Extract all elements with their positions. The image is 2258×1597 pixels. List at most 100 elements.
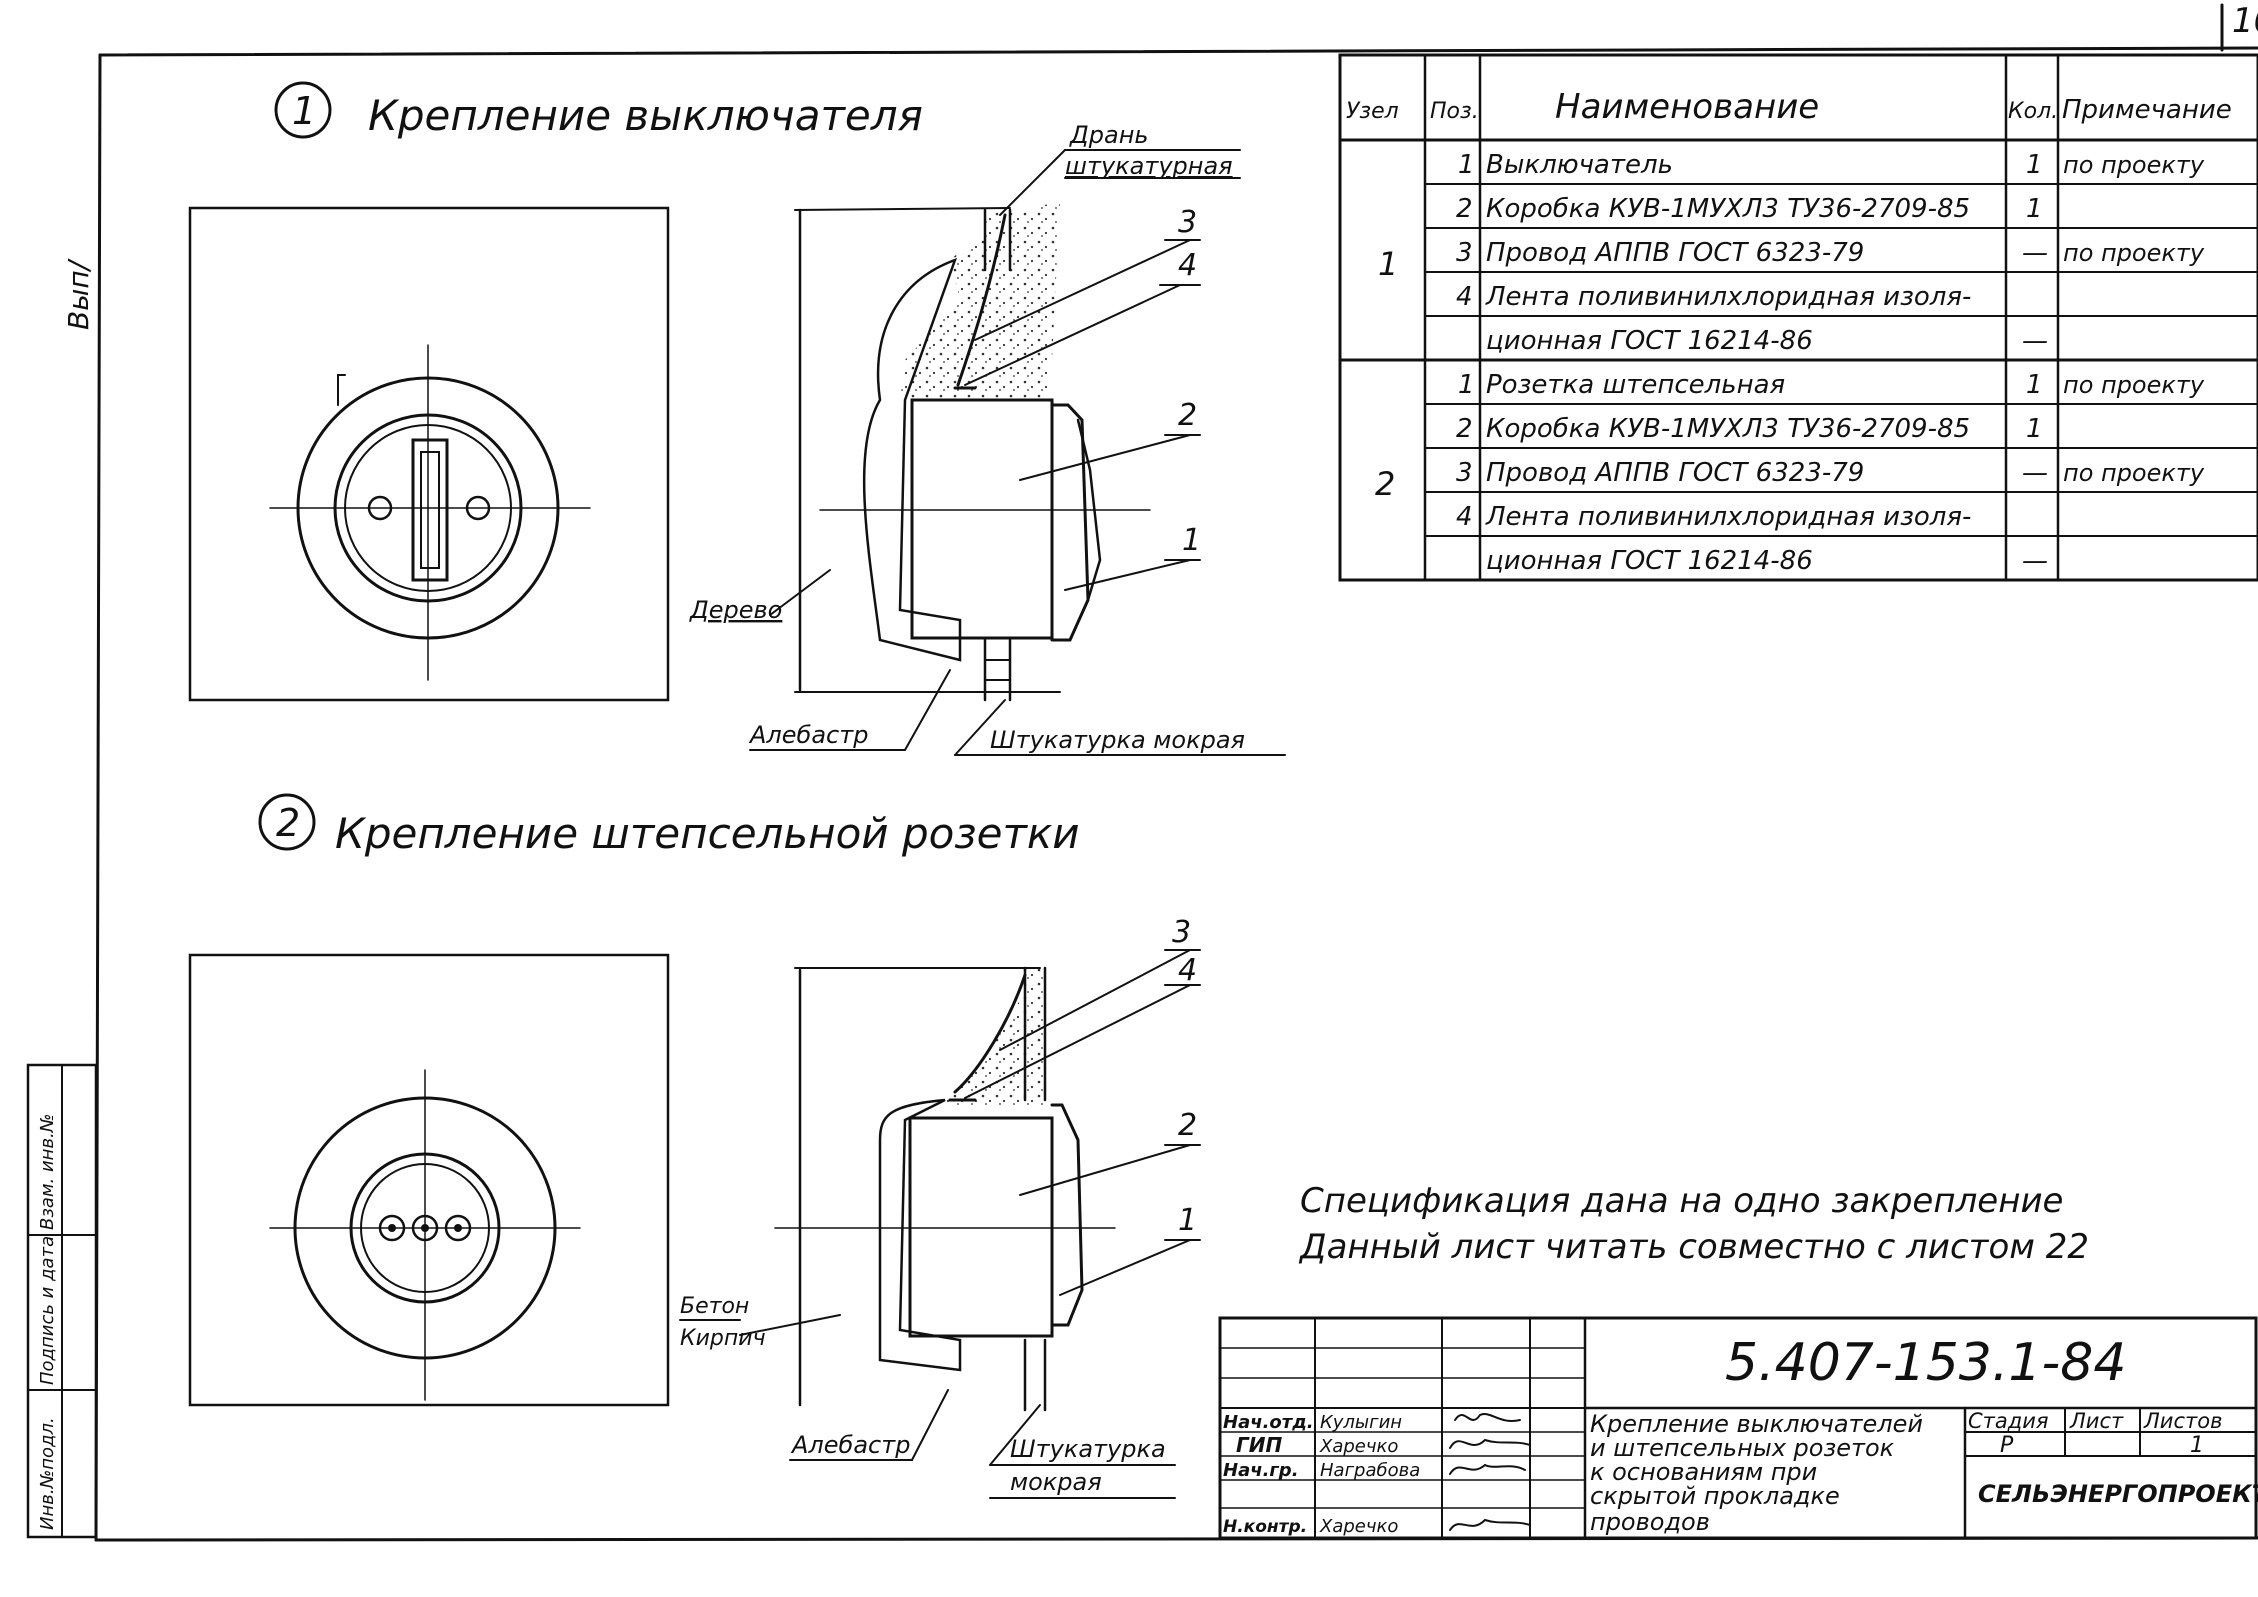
name-harechko: Харечко: [1319, 1436, 1398, 1457]
svg-text:1: 1: [2026, 194, 2043, 224]
svg-text:Провод АППВ ГОСТ 6323-79: Провод АППВ ГОСТ 6323-79: [1486, 238, 1864, 268]
svg-text:Провод АППВ ГОСТ 6323-79: Провод АППВ ГОСТ 6323-79: [1486, 458, 1864, 488]
svg-text:ционная ГОСТ 16214-86: ционная ГОСТ 16214-86: [1486, 326, 1813, 356]
svg-text:ционная ГОСТ 16214-86: ционная ГОСТ 16214-86: [1486, 546, 1813, 576]
position-2-label-2: 2: [1178, 1108, 1197, 1143]
sheet-title-3: к основаниям при: [1590, 1458, 1817, 1486]
table-row: ционная ГОСТ 16214-86 —: [1486, 326, 2048, 356]
node-2: 2: [1375, 465, 1395, 503]
title-block: 5.407-153.1-84 Нач.отд. Кулыгин ГИП Харе…: [1218, 1316, 2258, 1540]
detail-1-number: 1: [292, 89, 316, 133]
organization: СЕЛЬЭНЕРГОПРОЕКТ: [1978, 1480, 2258, 1508]
socket-front-plate: [188, 953, 670, 1407]
name-kulygin: Кулыгин: [1320, 1412, 1402, 1433]
header-uzel: Узел: [1346, 99, 1399, 124]
svg-text:Лента поливинилхлоридная изоля: Лента поливинилхлоридная изоля-: [1485, 502, 1971, 532]
table-row: 4 Лента поливинилхлоридная изоля-: [1456, 502, 1971, 532]
svg-text:1: 1: [1458, 370, 1475, 400]
svg-text:—: —: [2022, 458, 2048, 488]
detail-2: 2 Крепление штепсельной розетки: [188, 793, 1201, 1499]
svg-text:Выключатель: Выключатель: [1486, 150, 1673, 180]
svg-text:1: 1: [2026, 370, 2043, 400]
alabaster-fill: [862, 257, 962, 662]
table-row: 2 Коробка КУВ-1МУХЛ3 ТУ36-2709-85 1: [1456, 414, 2043, 444]
label-kirpich: Кирпич: [680, 1326, 766, 1351]
page-number: 10: [2232, 1, 2258, 41]
table-row: 3 Провод АППВ ГОСТ 6323-79 — по проекту: [1456, 238, 2205, 268]
role-gip: ГИП: [1236, 1433, 1282, 1457]
svg-text:1: 1: [1458, 150, 1475, 180]
svg-text:—: —: [2022, 546, 2048, 576]
position-2-label: 2: [1178, 398, 1197, 433]
header-naimenovanie: Наименование: [1555, 87, 1819, 127]
position-3-label: 3: [1178, 205, 1197, 240]
svg-text:по проекту: по проекту: [2063, 371, 2205, 399]
socket-box: [908, 1116, 1054, 1338]
switch-wire: [956, 213, 1007, 387]
header-kol: Кол.: [2008, 99, 2058, 124]
svg-text:3: 3: [1456, 458, 1473, 488]
svg-text:по проекту: по проекту: [2063, 239, 2205, 267]
svg-text:Лента поливинилхлоридная изоля: Лента поливинилхлоридная изоля-: [1485, 282, 1971, 312]
stage-value: Р: [2000, 1433, 2014, 1458]
svg-text:по проекту: по проекту: [2063, 151, 2205, 179]
signature-4: [1449, 1518, 1531, 1531]
signature-3: [1449, 1463, 1526, 1475]
stamp-signature-date: Подпись и дата: [37, 1236, 58, 1385]
svg-text:1: 1: [2026, 414, 2043, 444]
socket-wire: [953, 973, 1027, 1094]
svg-text:2: 2: [1456, 194, 1473, 224]
detail-2-number: 2: [276, 801, 300, 845]
sheet-title-1: Крепление выключателей: [1590, 1410, 1923, 1438]
detail-2-marker: [258, 793, 316, 851]
switch-box: [910, 398, 1054, 640]
label-alebastr-1: Алебастр: [748, 721, 868, 749]
svg-text:по проекту: по проекту: [2063, 459, 2205, 487]
label-shtukaturnaya: штукатурная: [1065, 152, 1233, 180]
svg-text:3: 3: [1456, 238, 1473, 268]
label-shtukaturka-1: Штукатурка мокрая: [990, 726, 1245, 754]
socket-alabaster-fill: [878, 1098, 962, 1372]
role-nach-gr: Нач.гр.: [1223, 1460, 1299, 1481]
svg-text:—: —: [2022, 238, 2048, 268]
side-stamp: Инв.№подл. Подпись и дата Взам. инв.№: [26, 1063, 98, 1539]
label-beton: Бетон: [680, 1294, 749, 1319]
document-code: 5.407-153.1-84: [1725, 1333, 2126, 1393]
position-3-label-2: 3: [1172, 915, 1191, 950]
role-n-kontr: Н.контр.: [1223, 1517, 1307, 1537]
switch-front-view: [188, 206, 670, 702]
name-harechko-2: Харечко: [1319, 1516, 1398, 1537]
switch-key: [411, 438, 449, 582]
position-1-label-2: 1: [1178, 1203, 1197, 1238]
svg-text:1: 1: [2026, 150, 2043, 180]
table-row: 3 Провод АППВ ГОСТ 6323-79 — по проекту: [1456, 458, 2205, 488]
signature-2: [1449, 1438, 1531, 1449]
node-1: 1: [1378, 245, 1398, 283]
detail-1-callouts: Дрань штукатурная 3 4 2 1 Дерево Алебаст…: [689, 121, 1286, 756]
table-row: 1 Розетка штепсельная 1 по проекту: [1458, 370, 2205, 400]
svg-text:—: —: [2022, 326, 2048, 356]
header-poz: Поз.: [1430, 99, 1479, 124]
switch-section-view: [794, 200, 1151, 702]
sheet-title-2: и штепсельных розеток: [1590, 1434, 1895, 1462]
svg-text:Коробка КУВ-1МУХЛ3 ТУ36-2709-8: Коробка КУВ-1МУХЛ3 ТУ36-2709-85: [1486, 194, 1970, 224]
switch-front-plate: [188, 206, 670, 702]
label-shtukaturka-2b: мокрая: [1010, 1468, 1102, 1496]
detail-1-title: Крепление выключателя: [368, 91, 923, 140]
label-derevo: Дерево: [689, 596, 782, 624]
table-row: 2 Коробка КУВ-1МУХЛ3 ТУ36-2709-85 1: [1456, 194, 2043, 224]
position-1-label: 1: [1182, 523, 1201, 558]
svg-text:4: 4: [1456, 502, 1473, 532]
sheet-title-5: проводов: [1590, 1508, 1710, 1536]
stamp-replacement-inv: Взам. инв.№: [37, 1114, 58, 1231]
specification-table: Узел Поз. Наименование Кол. Примечание 1…: [1338, 53, 2258, 582]
position-4-label: 4: [1178, 248, 1197, 283]
svg-text:2: 2: [1456, 414, 1473, 444]
stage-header: Стадия: [1968, 1409, 2049, 1433]
socket-section-view: [774, 966, 1116, 1412]
position-4-label-2: 4: [1178, 953, 1197, 988]
detail-1-marker: [274, 81, 332, 139]
sheet-header: Лист: [2069, 1409, 2124, 1433]
label-dran: Дрань: [1069, 121, 1149, 149]
